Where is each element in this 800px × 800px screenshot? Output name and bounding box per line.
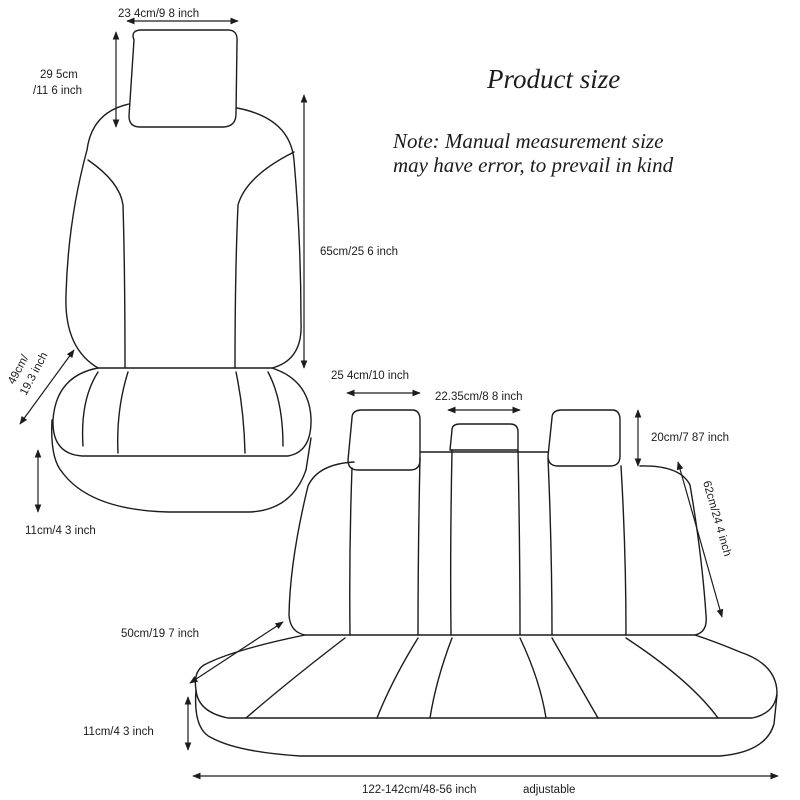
front-cushion-thickness-label: 11cm/4 3 inch <box>25 525 96 537</box>
rear-cushion-seam-2 <box>376 637 419 719</box>
rear-side-headrest-width-label: 25 4cm/10 inch <box>331 370 409 382</box>
rear-cushion-seam-6 <box>625 637 719 719</box>
page-title: Product size <box>486 64 620 94</box>
rear-cushion-seam-3 <box>429 637 453 719</box>
front-cushion-left-seam <box>81 371 99 447</box>
rear-headrest-middle <box>449 423 519 451</box>
rear-cushion-depth-arrow <box>189 621 284 684</box>
front-seat-illustration <box>51 29 312 513</box>
rear-backrest-height-arrow <box>676 461 724 618</box>
rear-total-width-label: 122-142cm/48-56 inch <box>362 784 476 796</box>
rear-adjustable-label: adjustable <box>523 784 575 796</box>
front-backrest-left-panel <box>87 159 126 369</box>
front-headrest-width-label: 23 4cm/9 8 inch <box>118 8 199 20</box>
front-backrest-right-panel <box>234 151 295 369</box>
rear-backrest-height-label: 62cm/24 4 inch <box>700 480 733 558</box>
front-cushion-seam-2 <box>117 371 129 454</box>
rear-headrest-left <box>347 409 421 471</box>
rear-cushion-thickness-label: 11cm/4 3 inch <box>83 726 154 738</box>
rear-cushion-base <box>194 689 778 757</box>
note-line-2: may have error, to prevail in kind <box>393 153 674 177</box>
front-backrest-height-label: 65cm/25 6 inch <box>320 246 398 258</box>
rear-cushion-seam-4 <box>519 637 547 719</box>
rear-headrest-height-label: 20cm/7 87 inch <box>651 432 729 444</box>
rear-headrest-right <box>547 409 621 467</box>
rear-backrest-seam-6 <box>620 465 627 636</box>
note-line-1: Note: Manual measurement size <box>392 129 663 153</box>
front-headrest-height-label-cm: 29 5cm <box>40 69 78 81</box>
rear-backrest-seam-4 <box>517 449 521 636</box>
front-headrest-height-label-inch: /11 6 inch <box>33 85 82 97</box>
rear-backrest-seam-1 <box>349 467 353 636</box>
rear-cushion-seam-5 <box>551 637 599 719</box>
rear-backrest-seam-3 <box>449 449 453 636</box>
front-cushion-right-seam <box>267 371 284 447</box>
rear-cushion-seam-1 <box>245 637 346 719</box>
front-cushion-depth-arrow <box>19 349 75 425</box>
rear-cushion <box>194 634 778 719</box>
rear-middle-headrest-width-label: 22.35cm/8 8 inch <box>435 391 523 403</box>
rear-seat-illustration <box>194 409 778 757</box>
front-headrest <box>128 29 238 128</box>
rear-backrest-seam-5 <box>547 457 553 636</box>
rear-cushion-depth-label: 50cm/19 7 inch <box>121 628 199 640</box>
front-backrest <box>65 103 302 369</box>
front-cushion-seam-3 <box>235 371 246 454</box>
front-cushion-base <box>51 419 312 513</box>
rear-backrest-seam-2 <box>417 457 421 636</box>
